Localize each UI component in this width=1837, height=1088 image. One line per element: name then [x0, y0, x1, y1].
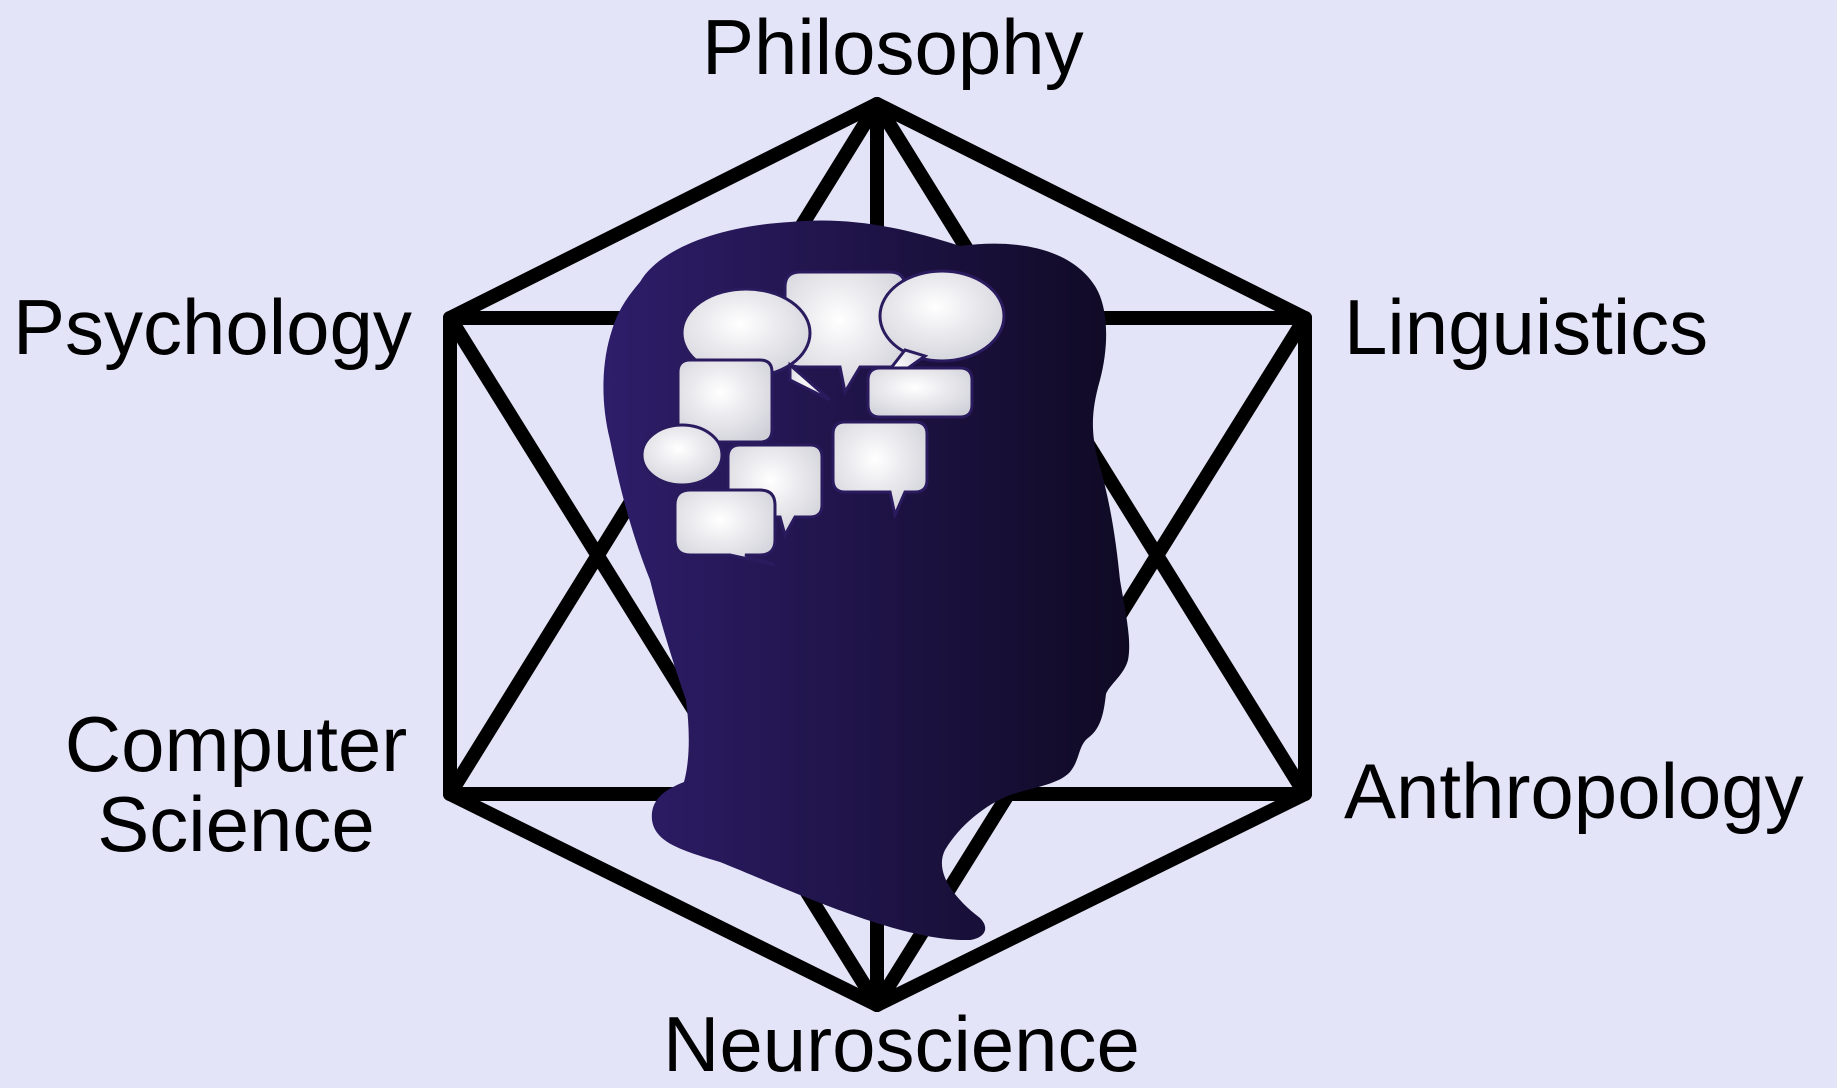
label-computer-science: Computer Science — [58, 705, 414, 864]
label-neuroscience: Neuroscience — [663, 1005, 1140, 1083]
label-psychology: Psychology — [13, 288, 412, 366]
label-anthropology: Anthropology — [1344, 752, 1804, 830]
label-science: Science — [58, 785, 414, 865]
label-philosophy: Philosophy — [702, 8, 1084, 86]
label-linguistics: Linguistics — [1344, 288, 1708, 366]
label-computer: Computer — [58, 705, 414, 785]
